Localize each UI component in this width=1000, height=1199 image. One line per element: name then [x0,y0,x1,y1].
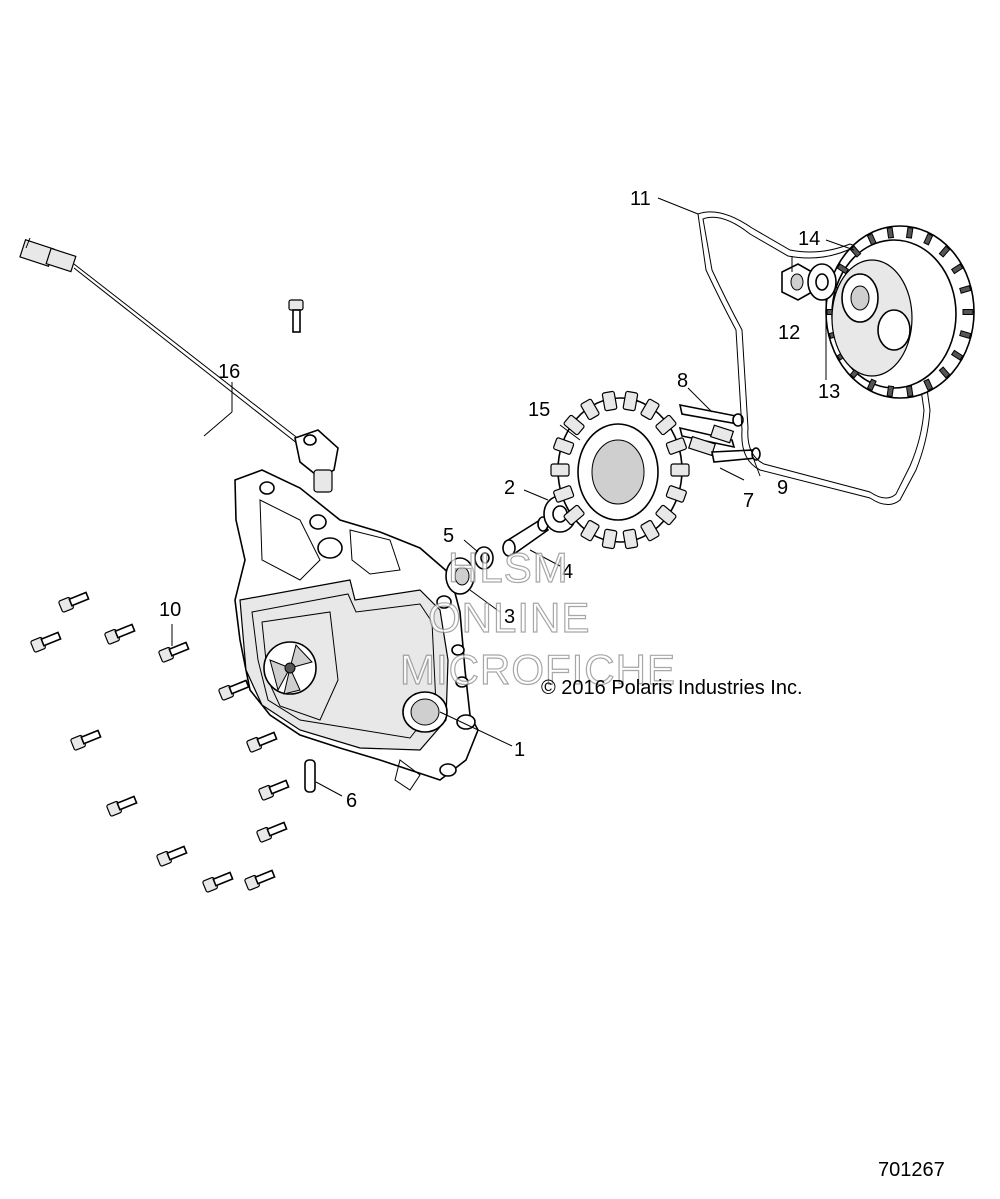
flywheel-slot [959,285,972,294]
sensor-bolt [288,299,304,333]
callout-3: 3 [504,606,515,628]
flywheel-slot [849,245,862,258]
stator-tooth [553,437,575,455]
stator-tooth [550,463,570,477]
watermark-line-3: MICROFICHE [400,646,676,693]
stator-tooth [640,519,660,542]
flange-bolt [104,623,136,645]
callout-9: 9 [777,477,788,499]
stator-tooth [601,390,618,412]
flywheel-slot [959,330,972,339]
callout-13: 13 [818,381,840,403]
stator-tooth [670,463,690,477]
callout-8: 8 [677,370,688,392]
flange-bolt [156,845,188,867]
callout-labels: 1 2 3 4 5 6 7 8 9 10 11 12 13 14 15 16 [159,188,840,812]
stator-tooth [580,398,600,421]
watermark-line-2: ONLINE [428,594,590,641]
flange-bolt [58,591,90,613]
engine-cover-housing [234,469,479,791]
stator-tooth [640,398,660,421]
washer-part-13 [807,263,837,301]
diagram-number: 701267 [878,1159,945,1181]
dowel-pin [304,759,316,793]
nut-part-12 [781,263,813,301]
stator-tooth [553,485,575,503]
callout-2: 2 [504,477,515,499]
callout-11: 11 [630,188,651,210]
copyright-notice: © 2016 Polaris Industries Inc. [541,677,803,699]
flywheel-slot [962,309,974,315]
stator-tooth [563,504,585,526]
callout-7: 7 [743,490,754,512]
flywheel-slot [886,226,895,239]
flange-bolt [246,731,278,753]
flywheel-slot [923,378,934,392]
flange-bolt [258,779,290,801]
flywheel-slot [950,349,964,361]
flywheel [825,225,975,399]
stator-tooth [665,485,687,503]
callout-5: 5 [443,525,454,547]
stator-tooth [601,528,618,550]
callout-4: 4 [562,561,573,583]
flywheel-slot [886,385,895,398]
leader-lines [171,197,855,797]
flange-bolt [244,869,276,891]
flange-bolt [158,641,190,663]
seal-part-3 [445,557,475,595]
flywheel-slot [836,263,850,275]
flywheel-slot [866,378,877,392]
watermark: HLSM ONLINE MICROFICHE [399,543,676,693]
flywheel-slot [938,366,951,379]
impeller [263,641,317,695]
flywheel-slot [866,232,877,246]
flange-bolt [218,679,250,701]
flywheel-slot [938,245,951,258]
stator [550,390,690,550]
speed-sensor-harness [19,237,339,493]
watermark-line-1: HLSM [448,544,569,591]
stator-tooth [655,414,677,436]
callout-15: 15 [528,399,550,421]
bolt-part-9 [711,447,761,463]
callout-1: 1 [514,739,525,761]
callout-6: 6 [346,790,357,812]
flange-bolt [70,729,102,751]
callout-16: 16 [218,361,240,383]
flange-bolt [30,631,62,653]
stator-tooth [665,437,687,455]
washer-part-5 [474,546,494,570]
flange-bolt [256,821,288,843]
flywheel-slot [950,263,964,275]
stator-tooth [655,504,677,526]
flywheel-slot [923,232,934,246]
callout-12: 12 [778,322,800,344]
callout-14: 14 [798,228,820,250]
flywheel-slot [905,385,914,398]
stator-bolt-part-8 [678,403,744,449]
clamp-part-7 [687,424,735,457]
stator-tooth [622,528,639,550]
gasket [697,211,931,505]
stator-tooth [580,519,600,542]
cover-bolts [30,591,290,893]
flange-bolt [106,795,138,817]
callout-10: 10 [159,599,181,621]
flange-bolt [202,871,234,893]
stator-tooth [563,414,585,436]
flywheel-slot [905,226,914,239]
stator-tooth [622,390,639,412]
